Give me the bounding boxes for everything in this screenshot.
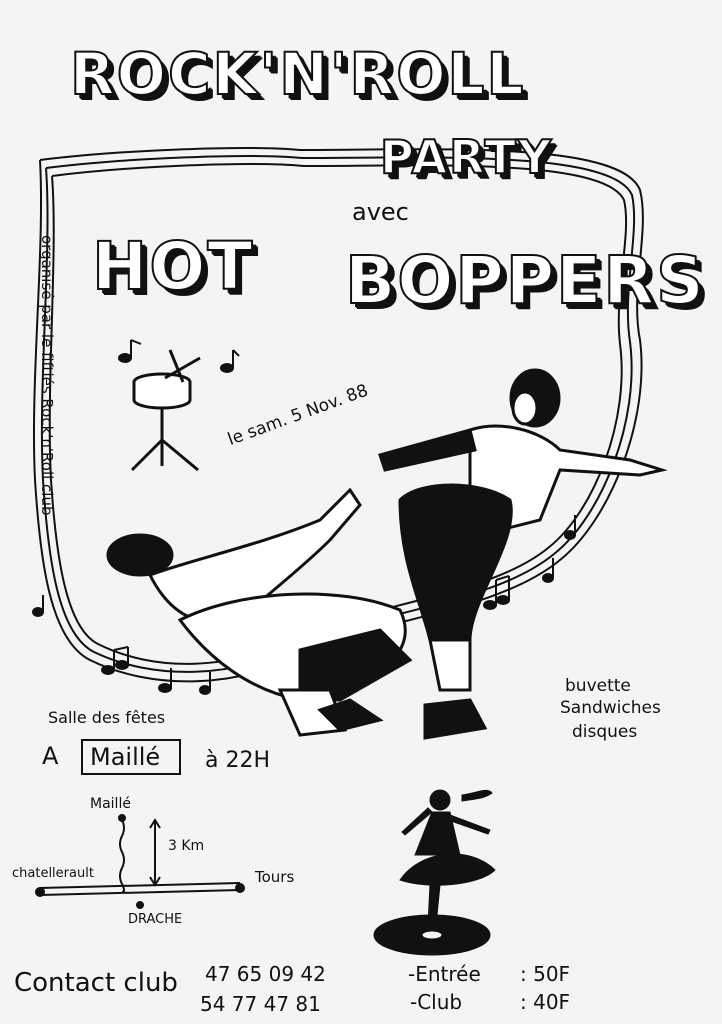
contact-phone1: 47 65 09 42 — [205, 962, 326, 986]
extra-sandwiches: Sandwiches — [560, 698, 661, 718]
extra-buvette: buvette — [565, 676, 631, 696]
title-line2: PARTY — [379, 129, 554, 185]
contact-phone2: 54 77 47 81 — [200, 992, 321, 1016]
drum-illustration — [130, 349, 201, 472]
music-notes — [32, 339, 576, 695]
record-dancer-illustration — [373, 789, 496, 956]
town-box — [81, 739, 181, 775]
title-line1: ROCK'N'ROLL — [69, 39, 526, 109]
price-entree-value: : 50F — [520, 962, 571, 986]
map-east: Tours — [255, 868, 295, 886]
map-distance: 3 Km — [168, 838, 205, 854]
price-club-label: -Club — [410, 990, 463, 1014]
extra-disques: disques — [572, 722, 638, 742]
music-staff — [32, 147, 644, 683]
band-word2: BOPPERS — [344, 241, 706, 320]
dancers-illustration — [106, 368, 668, 740]
venue-text: Salle des fêtes — [48, 708, 166, 727]
town-name: Maillé — [90, 743, 161, 771]
band-word1: HOT — [91, 227, 255, 306]
organizer-text: organisé par le fiftiés Rock'n'Roll club — [38, 235, 56, 516]
event-time: à 22H — [205, 748, 271, 773]
price-entree-label: -Entrée — [408, 962, 481, 986]
map-west: chatellerault — [12, 866, 94, 881]
map-town-top: Maillé — [90, 796, 131, 812]
town-prefix: A — [42, 742, 59, 770]
price-club-value: : 40F — [520, 990, 571, 1014]
map-crossing: DRACHE — [128, 912, 183, 927]
directions-map — [35, 814, 245, 909]
contact-label: Contact club — [14, 968, 178, 998]
avec-text: avec — [352, 198, 409, 226]
